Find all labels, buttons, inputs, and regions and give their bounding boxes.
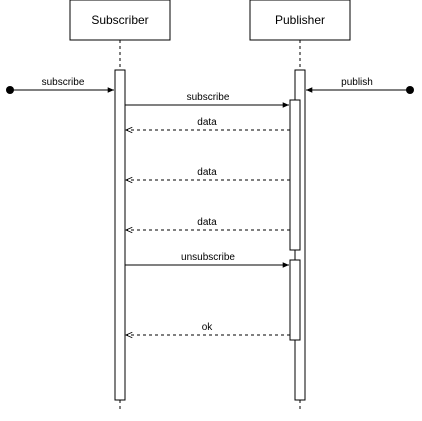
ext-subscribe-label: subscribe <box>42 77 85 88</box>
subscriber-activation[interactable] <box>114 69 126 401</box>
publisher-unsubscribe-activation[interactable] <box>289 259 301 341</box>
ext-publish-label: publish <box>341 77 373 88</box>
subscriber-participant[interactable]: Subscriber <box>69 0 171 41</box>
publisher-subscribe-activation[interactable] <box>289 99 301 251</box>
publisher-participant[interactable]: Publisher <box>249 0 351 41</box>
unsubscribe-label: unsubscribe <box>181 252 235 263</box>
ok-label: ok <box>202 322 214 333</box>
data-label-3: data <box>197 217 217 228</box>
subscriber-label: Subscriber <box>91 13 148 27</box>
publisher-label: Publisher <box>275 13 325 27</box>
subscribe-label: subscribe <box>187 92 230 103</box>
data-label-1: data <box>197 117 217 128</box>
data-label-2: data <box>197 167 217 178</box>
